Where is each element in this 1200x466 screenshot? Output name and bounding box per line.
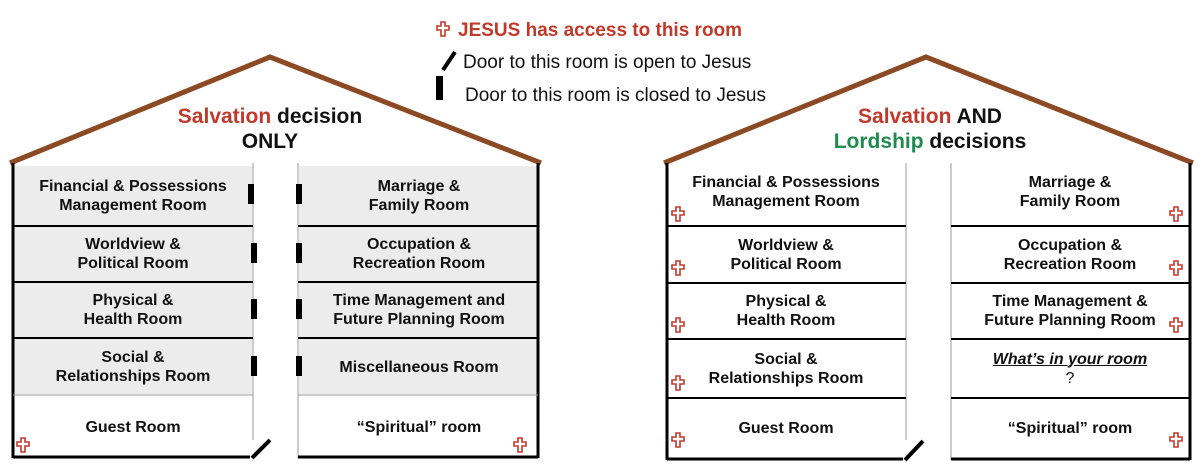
- left-house-structure: [9, 54, 542, 459]
- closed-door-icon: [251, 243, 257, 263]
- left-room-physical: Physical &Health Room: [83, 292, 183, 328]
- closed-door-icon: [251, 299, 257, 319]
- right-room-occupation: Occupation &Recreation Room: [1003, 236, 1137, 273]
- left-room-social: Social &Relationships Room: [55, 349, 211, 385]
- open-door-icon: [250, 438, 272, 460]
- cross-icon: [16, 437, 30, 453]
- legend-access-text: JESUS has access to this room: [458, 20, 743, 41]
- left-title-decision: decision: [271, 105, 363, 128]
- whats-in-question: ?: [1065, 369, 1075, 387]
- right-house-title: Salvation AND Lordship decisions: [780, 104, 1080, 154]
- left-title-only: ONLY: [241, 130, 299, 153]
- closed-door-icon: [296, 184, 302, 204]
- cross-icon: [1169, 317, 1183, 333]
- left-title-salvation: Salvation: [177, 105, 272, 128]
- right-room-guest: Guest Room: [738, 420, 834, 437]
- right-title-lordship: Lordship: [833, 130, 924, 153]
- left-house-title: Salvation decision ONLY: [140, 104, 400, 154]
- right-title-decisions: decisions: [923, 130, 1027, 153]
- left-room-marriage: Marriage &Family Room: [368, 178, 470, 214]
- right-room-social: Social &Relationships Room: [708, 350, 864, 387]
- cross-icon: [513, 437, 527, 453]
- left-room-misc: Miscellaneous Room: [339, 358, 499, 376]
- cross-icon: [671, 260, 685, 276]
- legend-closed-text: Door to this room is closed to Jesus: [465, 85, 766, 106]
- cross-icon: [1169, 432, 1183, 448]
- right-room-physical: Physical &Health Room: [736, 293, 836, 329]
- right-room-whats-in: What’s in your room?: [952, 340, 1188, 397]
- cross-icon: [1169, 260, 1183, 276]
- open-door-icon: [441, 50, 457, 72]
- closed-door-icon: [248, 184, 254, 204]
- open-door-icon: [903, 439, 925, 462]
- right-title-and: AND: [951, 105, 1002, 128]
- left-room-guest: Guest Room: [85, 418, 181, 436]
- cross-icon: [1169, 206, 1183, 222]
- left-room-occupation: Occupation &Recreation Room: [352, 236, 486, 272]
- right-room-worldview: Worldview &Political Room: [730, 236, 842, 273]
- left-room-worldview: Worldview &Political Room: [77, 236, 189, 272]
- cross-icon: [671, 206, 685, 222]
- cross-icon: [436, 21, 450, 37]
- right-room-marriage: Marriage &Family Room: [1019, 174, 1121, 210]
- closed-door-icon: [296, 299, 302, 319]
- cross-icon: [671, 432, 685, 448]
- cross-icon: [671, 317, 685, 333]
- right-room-time: Time Management &Future Planning Room: [984, 293, 1156, 329]
- closed-door-icon: [251, 356, 257, 376]
- left-room-spiritual: “Spiritual” room: [356, 418, 482, 436]
- legend-open-text: Door to this room is open to Jesus: [463, 52, 752, 73]
- right-room-spiritual: “Spiritual” room: [1007, 420, 1133, 437]
- cross-icon: [671, 375, 685, 391]
- right-title-salvation: Salvation: [858, 105, 952, 128]
- whats-in-text: What’s in your room: [992, 350, 1148, 368]
- closed-door-icon: [296, 243, 302, 263]
- closed-door-icon: [436, 76, 443, 100]
- closed-door-icon: [296, 356, 302, 376]
- right-house-structure: [663, 54, 1194, 461]
